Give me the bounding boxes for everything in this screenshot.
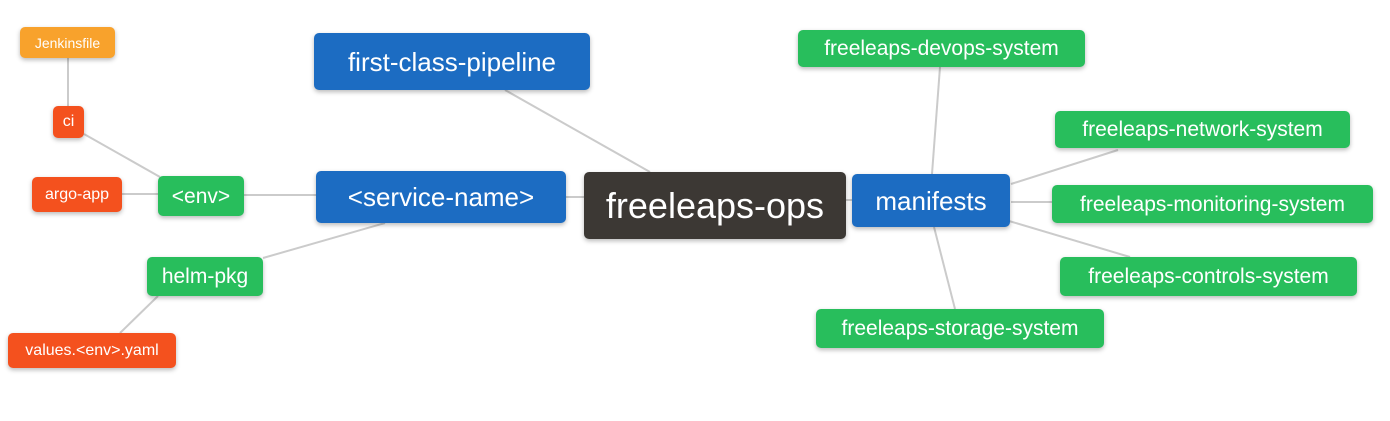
edge-manifests-network_system xyxy=(1010,149,1119,185)
node-ci[interactable]: ci xyxy=(53,106,84,138)
node-values-env-yaml[interactable]: values.<env>.yaml xyxy=(8,333,176,368)
edge-ci-env xyxy=(83,133,161,178)
node-freeleaps-ops[interactable]: freeleaps-ops xyxy=(584,172,846,239)
node-freeleaps-monitoring-system[interactable]: freeleaps-monitoring-system xyxy=(1052,185,1373,223)
node-service-name[interactable]: <service-name> xyxy=(316,171,566,223)
node-manifests[interactable]: manifests xyxy=(852,174,1010,227)
node-first-class-pipeline[interactable]: first-class-pipeline xyxy=(314,33,590,90)
node-freeleaps-network-system[interactable]: freeleaps-network-system xyxy=(1055,111,1350,148)
node-jenkinsfile[interactable]: Jenkinsfile xyxy=(20,27,115,58)
node-freeleaps-storage-system[interactable]: freeleaps-storage-system xyxy=(816,309,1104,348)
node-argo-app[interactable]: argo-app xyxy=(32,177,122,212)
edge-manifests-storage_system xyxy=(933,226,956,310)
edge-helm_pkg-service_name xyxy=(262,222,386,259)
edge-first_class_pipeline-freeleaps_ops xyxy=(504,89,651,173)
edge-manifests-devops_system xyxy=(931,66,941,175)
node-freeleaps-devops-system[interactable]: freeleaps-devops-system xyxy=(798,30,1085,67)
edge-helm_pkg-values_env_yaml xyxy=(119,295,159,334)
node-freeleaps-controls-system[interactable]: freeleaps-controls-system xyxy=(1060,257,1357,296)
edge-manifests-controls_system xyxy=(1008,220,1131,258)
node-helm-pkg[interactable]: helm-pkg xyxy=(147,257,263,296)
node-env[interactable]: <env> xyxy=(158,176,244,216)
